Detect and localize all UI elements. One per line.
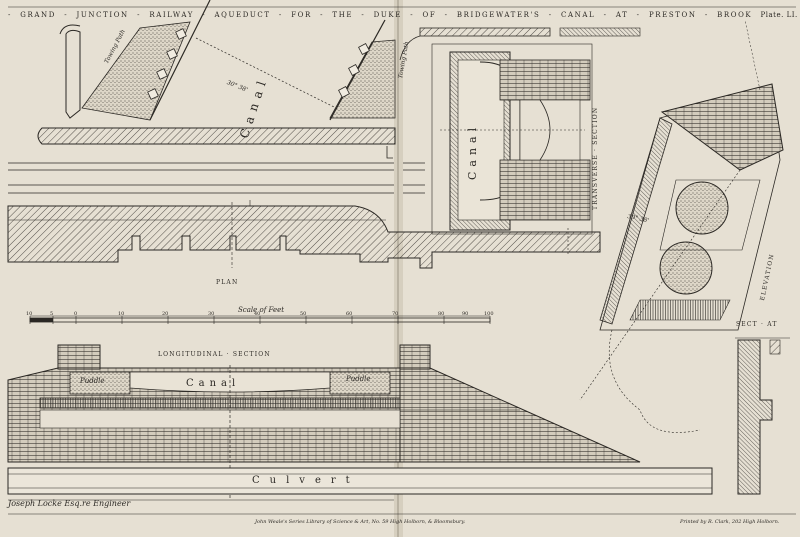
plan-view: [7, 200, 601, 269]
scale-tick-label: 10: [26, 311, 33, 317]
scale-tick-label: 80: [438, 311, 445, 317]
plan-title: PLAN: [216, 279, 239, 286]
scale-tick-label: 30: [208, 311, 215, 317]
scale-tick-label: 60: [346, 311, 353, 317]
ground-outline: [608, 329, 701, 433]
title-word: BROOK: [717, 11, 753, 19]
title-word: AQUEDUCT: [214, 11, 271, 19]
plate-number: Plate. LI.: [760, 11, 798, 19]
scale-tick-label: 20: [162, 311, 169, 317]
transverse-section: [399, 27, 641, 235]
title-word: JUNCTION: [76, 11, 129, 19]
transverse-section-title: TRANSVERSE · SECTION: [592, 106, 599, 210]
scale-title: Scale of Feet: [238, 306, 285, 314]
publisher-imprint: John Weale's Series Library of Science &…: [255, 519, 466, 525]
scale-tick-label: 70: [392, 311, 399, 317]
title-word: THE: [332, 11, 354, 19]
railway-lines: [8, 162, 425, 194]
title-word: OF: [422, 11, 437, 19]
plate-title: - GRAND - JUNCTION - RAILWAY - AQUEDUCT …: [8, 11, 798, 19]
title-word: AT: [615, 11, 629, 19]
scale-bar: [29, 315, 491, 324]
elevation-view: [579, 19, 784, 433]
culvert-label: Culvert: [252, 475, 360, 486]
scale-tick-label: 40: [254, 311, 261, 317]
canal-label-transverse: Canal: [466, 122, 479, 180]
top-plan-view: [37, 0, 396, 159]
scale-tick-label: 10: [118, 311, 125, 317]
canal-label-section: Canal: [186, 378, 241, 389]
puddle-label-right: Puddle: [346, 375, 371, 383]
sect-at-title: SECT · AT: [736, 321, 778, 328]
printer-imprint: Printed by R. Clark, 202 High Holborn.: [680, 519, 780, 525]
title-word: BRIDGEWATER'S: [456, 11, 541, 19]
title-word: CANAL: [561, 11, 596, 19]
longitudinal-section-title: LONGITUDINAL · SECTION: [158, 351, 271, 358]
title-word: FOR: [291, 11, 312, 19]
scale-tick-label: 100: [484, 311, 494, 317]
scale-tick-label: 5: [50, 311, 54, 317]
scale-tick-label: 0: [74, 311, 78, 317]
scale-tick-label: 50: [300, 311, 307, 317]
earth-slope-right: [329, 39, 396, 119]
longitudinal-section: [7, 344, 713, 501]
title-word: GRAND: [20, 11, 56, 19]
title-word: RAILWAY: [149, 11, 194, 19]
scale-ticks: 10 5 0 10 20 30 40 50 60 70 80 90 100: [26, 312, 496, 318]
puddle-label-left: Puddle: [80, 377, 105, 385]
title-word: DUKE: [373, 11, 402, 19]
scale-tick-label: 90: [462, 311, 469, 317]
small-section: [735, 337, 790, 495]
title-word: PRESTON: [648, 11, 697, 19]
engineer-credit: Joseph Locke Esq.re Engineer: [8, 499, 131, 508]
canal-bank-left: [65, 29, 81, 119]
earth-slope-left: [81, 21, 191, 121]
